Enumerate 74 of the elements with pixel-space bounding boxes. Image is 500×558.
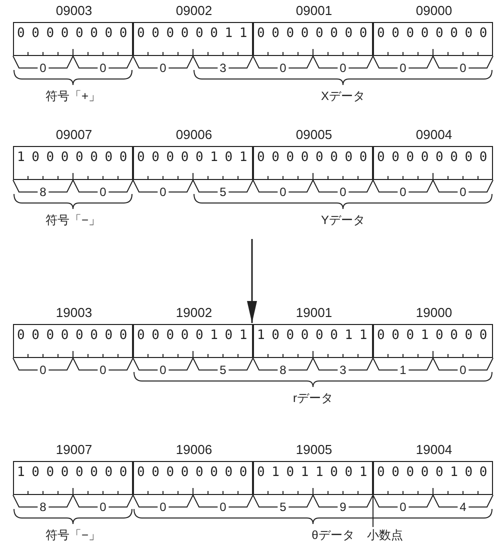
digit-value: 0 [38,364,48,376]
register-address: 19002 [174,305,214,320]
digit-value: 0 [158,501,168,513]
digit-value: 0 [458,186,468,198]
digit-value: 0 [398,186,408,198]
register-address: 19005 [294,442,334,457]
digit-value: 0 [398,62,408,74]
bit-values: 00010000 [377,328,494,343]
digit-value: 8 [38,186,48,198]
register-address: 09004 [414,127,454,142]
field-label: 符号「+」 [46,88,100,105]
register-address: 19003 [54,305,94,320]
digit-value: 8 [38,501,48,513]
digit-value: 0 [398,501,408,513]
bit-values: 01011001 [257,465,374,480]
register-address: 19007 [54,442,94,457]
bit-values: 00000000 [257,26,374,41]
bit-values: 00000000 [17,328,134,343]
field-label: 符号「−」 [46,527,100,544]
register-address: 09002 [174,3,214,18]
digit-value: 0 [98,62,108,74]
digit-value: 0 [458,364,468,376]
bit-values: 10000000 [17,465,134,480]
callout-text: 小数点 [367,527,403,544]
register-address: 19000 [414,305,454,320]
digit-value: 0 [158,186,168,198]
digit-value: 5 [218,186,228,198]
digit-value: 9 [338,501,348,513]
field-label: 符号「−」 [46,212,100,229]
field-label: Xデータ [321,88,365,105]
digit-value: 0 [338,62,348,74]
digit-value: 3 [338,364,348,376]
register-address: 19004 [414,442,454,457]
digit-value: 0 [278,62,288,74]
register-address: 09000 [414,3,454,18]
digit-value: 0 [98,501,108,513]
arrow [247,239,257,323]
bit-values: 10000000 [17,150,134,165]
register-address: 09005 [294,127,334,142]
bit-values: 00000011 [137,26,254,41]
digit-value: 0 [278,186,288,198]
field-label: rデータ [293,390,333,407]
bit-values: 00000000 [257,150,374,165]
digit-value: 8 [278,364,288,376]
digit-value: 0 [38,62,48,74]
bit-values: 00000000 [377,26,494,41]
digit-value: 0 [458,62,468,74]
digit-value: 5 [278,501,288,513]
register-address: 09006 [174,127,214,142]
register-address: 19001 [294,305,334,320]
bit-values: 00000000 [17,26,134,41]
field-label: θデータ [312,527,354,544]
digit-value: 4 [458,501,468,513]
register-address: 09003 [54,3,94,18]
digit-value: 0 [338,186,348,198]
bit-values: 00000000 [377,150,494,165]
bit-values: 00000101 [137,328,254,343]
bit-values: 00000000 [137,465,254,480]
bit-values: 10000011 [257,328,374,343]
register-address: 09001 [294,3,334,18]
register-address: 09007 [54,127,94,142]
digit-value: 5 [218,364,228,376]
digit-value: 0 [158,364,168,376]
digit-value: 3 [218,62,228,74]
field-label: Yデータ [321,212,365,229]
digit-value: 0 [158,62,168,74]
leader-line [372,494,374,528]
digit-value: 0 [218,501,228,513]
digit-value: 0 [98,186,108,198]
digit-value: 1 [398,364,408,376]
register-address: 19006 [174,442,214,457]
digit-value: 0 [98,364,108,376]
bit-values: 00000101 [137,150,254,165]
bit-values: 00000100 [377,465,494,480]
